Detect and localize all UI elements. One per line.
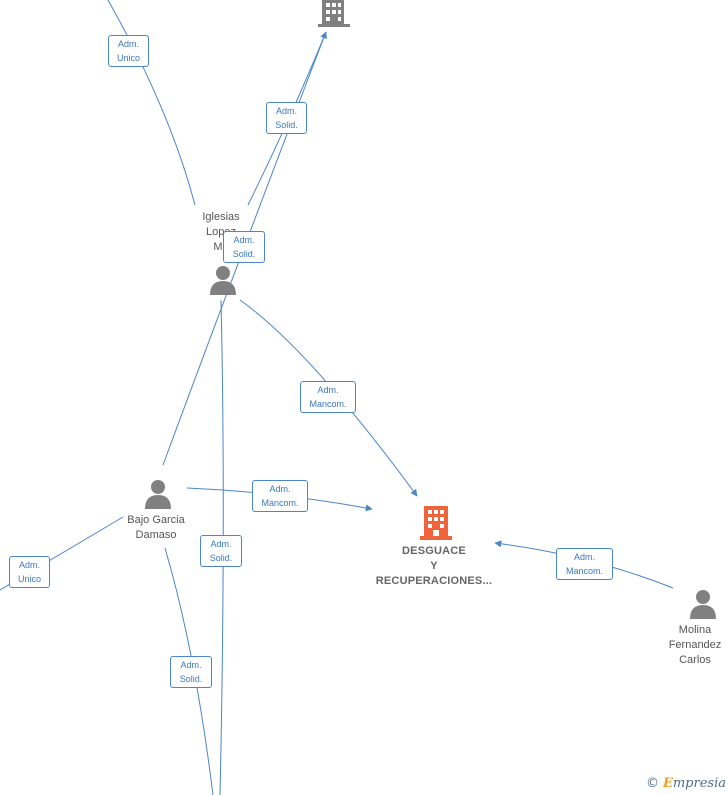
copyright-icon: ©	[645, 776, 659, 791]
person-label-molina[interactable]: Molina Fernandez Carlos	[668, 624, 722, 666]
edge-label-adm-unico[interactable]: Adm. Unico	[108, 35, 149, 67]
building-icon[interactable]	[419, 506, 453, 540]
edge-label-adm-mancom[interactable]: Adm. Mancom.	[300, 381, 356, 413]
person-icon[interactable]	[209, 265, 237, 295]
edge-label-adm-unico[interactable]: Adm. Unico	[9, 556, 50, 588]
person-icon[interactable]	[689, 589, 717, 619]
edge-label-adm-solid[interactable]: Adm. Solid.	[266, 102, 307, 134]
brand-name: mpresia	[672, 776, 726, 791]
person-label-bajo[interactable]: Bajo Garcia Damaso	[127, 514, 185, 541]
edge-iglesias-to-main	[239, 299, 418, 497]
edge-label-adm-mancom[interactable]: Adm. Mancom.	[252, 480, 308, 512]
main-company-label[interactable]: DESGUACE Y RECUPERACIONES...	[375, 545, 493, 587]
empresia-watermark: ©Empresia	[646, 776, 726, 791]
edge-top-left-to-iglesias	[107, 0, 196, 206]
edge-label-adm-mancom[interactable]: Adm. Mancom.	[556, 548, 613, 580]
building-icon[interactable]	[318, 0, 350, 28]
edge-iglesias-to-bottom	[219, 299, 224, 795]
brand-initial: E	[662, 776, 673, 791]
person-icon[interactable]	[144, 479, 172, 509]
edge-label-adm-solid[interactable]: Adm. Solid.	[170, 656, 212, 688]
edge-label-adm-solid[interactable]: Adm. Solid.	[200, 535, 242, 567]
edge-label-adm-solid[interactable]: Adm. Solid.	[223, 231, 265, 263]
